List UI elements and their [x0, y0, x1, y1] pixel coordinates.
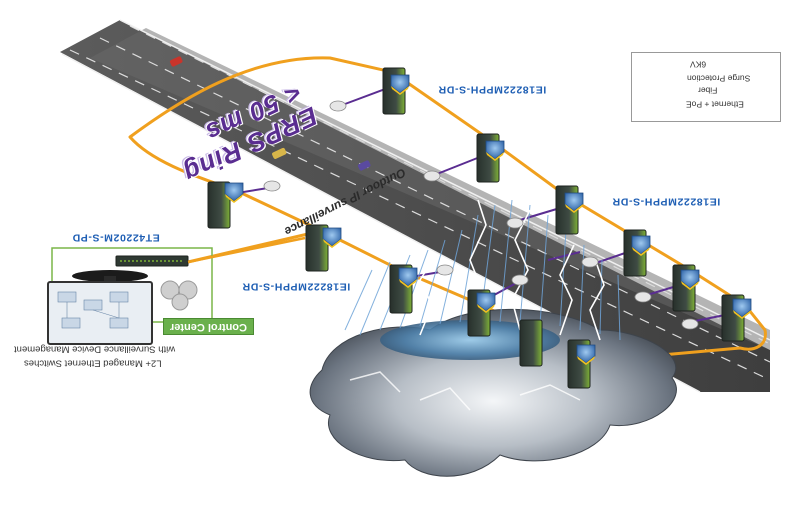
- switch-model-label: IE18222MPPH-S-DR: [242, 280, 351, 293]
- control-switch-model-label: ET42202M-S-PD: [72, 231, 160, 244]
- switch-model-label: IE18222MPPH-S-DR: [612, 195, 721, 208]
- camera-group-icon: [160, 280, 198, 311]
- ip-camera-icon: [263, 100, 699, 330]
- surge-protection-badge-icon: [224, 74, 752, 365]
- legend-fiber: Fiber: [698, 85, 718, 96]
- legend: [631, 52, 781, 122]
- legend-surge-sub: Surge Protection: [687, 73, 751, 84]
- storm-cloud: [309, 308, 677, 477]
- monitor-icon: [47, 270, 153, 345]
- legend-surge-title: 6KV: [690, 59, 707, 70]
- legend-ethernet: Ethernet + PoE: [686, 99, 744, 110]
- control-center-label: Control Center: [163, 318, 254, 335]
- switch-model-label: IE18222MPPH-S-DR: [438, 83, 547, 96]
- caption-line-2: with Surveillance Device Management: [14, 343, 176, 355]
- uplink-fiber: [187, 236, 306, 264]
- car-icon: [169, 56, 371, 171]
- caption-line-1: L2+ Managed Ethernet Switches: [24, 357, 162, 369]
